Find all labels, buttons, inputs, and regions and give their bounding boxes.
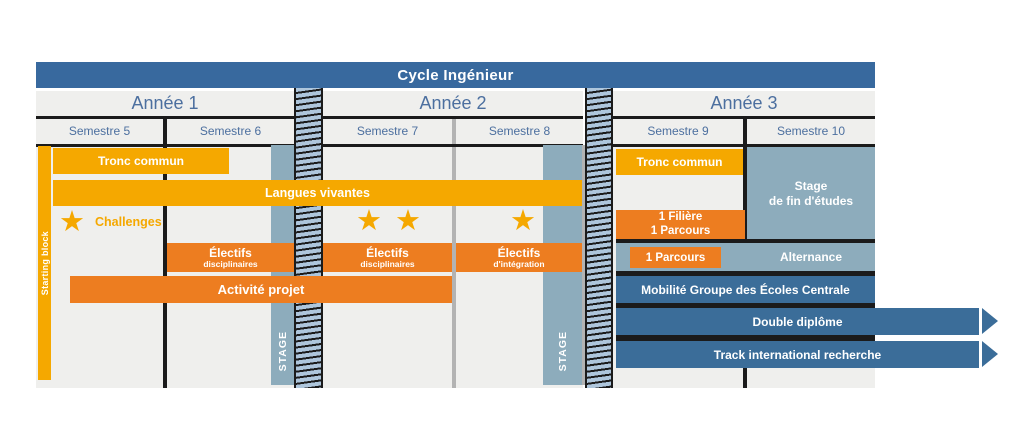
tronc-commun-year3-bar: Tronc commun [616, 149, 743, 175]
star-icon: ★ [510, 205, 536, 237]
band-separator [616, 303, 875, 308]
arrow-tip-icon [982, 308, 998, 334]
stage-column-year2-label: STAGE [556, 330, 569, 371]
divider-s5-s6 [163, 119, 167, 388]
stage-fin-etudes-line1: Stage [794, 178, 828, 193]
filiere-parcours-box: 1 Filière 1 Parcours [616, 210, 745, 239]
band-separator [616, 271, 875, 276]
year2-header: Année 2 [323, 91, 583, 119]
electifs-disciplinaires-s7-bar: Électifs disciplinaires [323, 243, 452, 272]
semester6-label: Semestre 6 [199, 124, 262, 138]
divider-s8-hatch [582, 145, 585, 385]
alternance-band: 1 Parcours Alternance [616, 243, 875, 271]
header-underline-year2 [323, 144, 583, 147]
starting-block-bar: Starting block [38, 146, 51, 380]
electifs-s7-line2: disciplinaires [360, 258, 415, 269]
electifs-s6-line1: Électifs [209, 245, 252, 260]
header-underline-year3 [613, 144, 875, 147]
header-underline-year1 [36, 144, 294, 147]
hatched-break-column-1 [294, 88, 323, 388]
page-title: Cycle Ingénieur [36, 62, 875, 88]
electifs-disciplinaires-s6-bar: Électifs disciplinaires [167, 243, 294, 272]
alternance-label: Alternance [779, 250, 843, 264]
semester9-label: Semestre 9 [647, 124, 709, 138]
track-international-arrow: Track international recherche [616, 341, 979, 368]
year3-header: Année 3 [613, 91, 875, 119]
langues-vivantes-bar: Langues vivantes [53, 180, 582, 206]
semester7-label: Semestre 7 [356, 124, 419, 138]
stage-column-year1-label: STAGE [276, 330, 289, 371]
arrow-tip-icon [982, 341, 998, 367]
star-icon: ★ [59, 205, 85, 238]
activite-projet-bar: Activité projet [70, 276, 452, 303]
electifs-s8-line2: d'intégration [493, 258, 545, 269]
filiere-line2: 1 Parcours [650, 224, 711, 237]
band-separator [616, 239, 875, 243]
electifs-integration-s8-bar: Électifs d'intégration [456, 243, 582, 272]
semester5-label: Semestre 5 [68, 124, 131, 138]
semester8-label: Semestre 8 [488, 124, 551, 138]
stage-fin-etudes-line2: de fin d'études [768, 193, 854, 208]
double-diplome-arrow: Double diplôme [616, 308, 979, 335]
electifs-s8-line1: Électifs [497, 245, 541, 260]
parcours-box: 1 Parcours [630, 247, 721, 268]
mobilite-band: Mobilité Groupe des Écoles Centrale [616, 276, 875, 303]
band-separator [616, 335, 875, 341]
divider-s7-s8 [452, 119, 456, 388]
star-icon: ★ [356, 205, 382, 237]
star-icon: ★ [395, 205, 421, 237]
electifs-s6-line2: disciplinaires [203, 258, 258, 269]
semester10-label: Semestre 10 [776, 124, 846, 138]
tronc-commun-year1-bar: Tronc commun [53, 148, 229, 174]
electifs-s7-line1: Électifs [366, 245, 409, 260]
starting-block-label: Starting block [39, 230, 50, 296]
stage-fin-etudes-box: Stage de fin d'études [747, 147, 875, 240]
filiere-line1: 1 Filière [658, 210, 703, 223]
challenges-item: ★ Challenges [56, 206, 162, 238]
year1-header: Année 1 [36, 91, 294, 119]
challenges-label: Challenges [95, 215, 162, 229]
hatched-break-column-2 [585, 88, 613, 388]
